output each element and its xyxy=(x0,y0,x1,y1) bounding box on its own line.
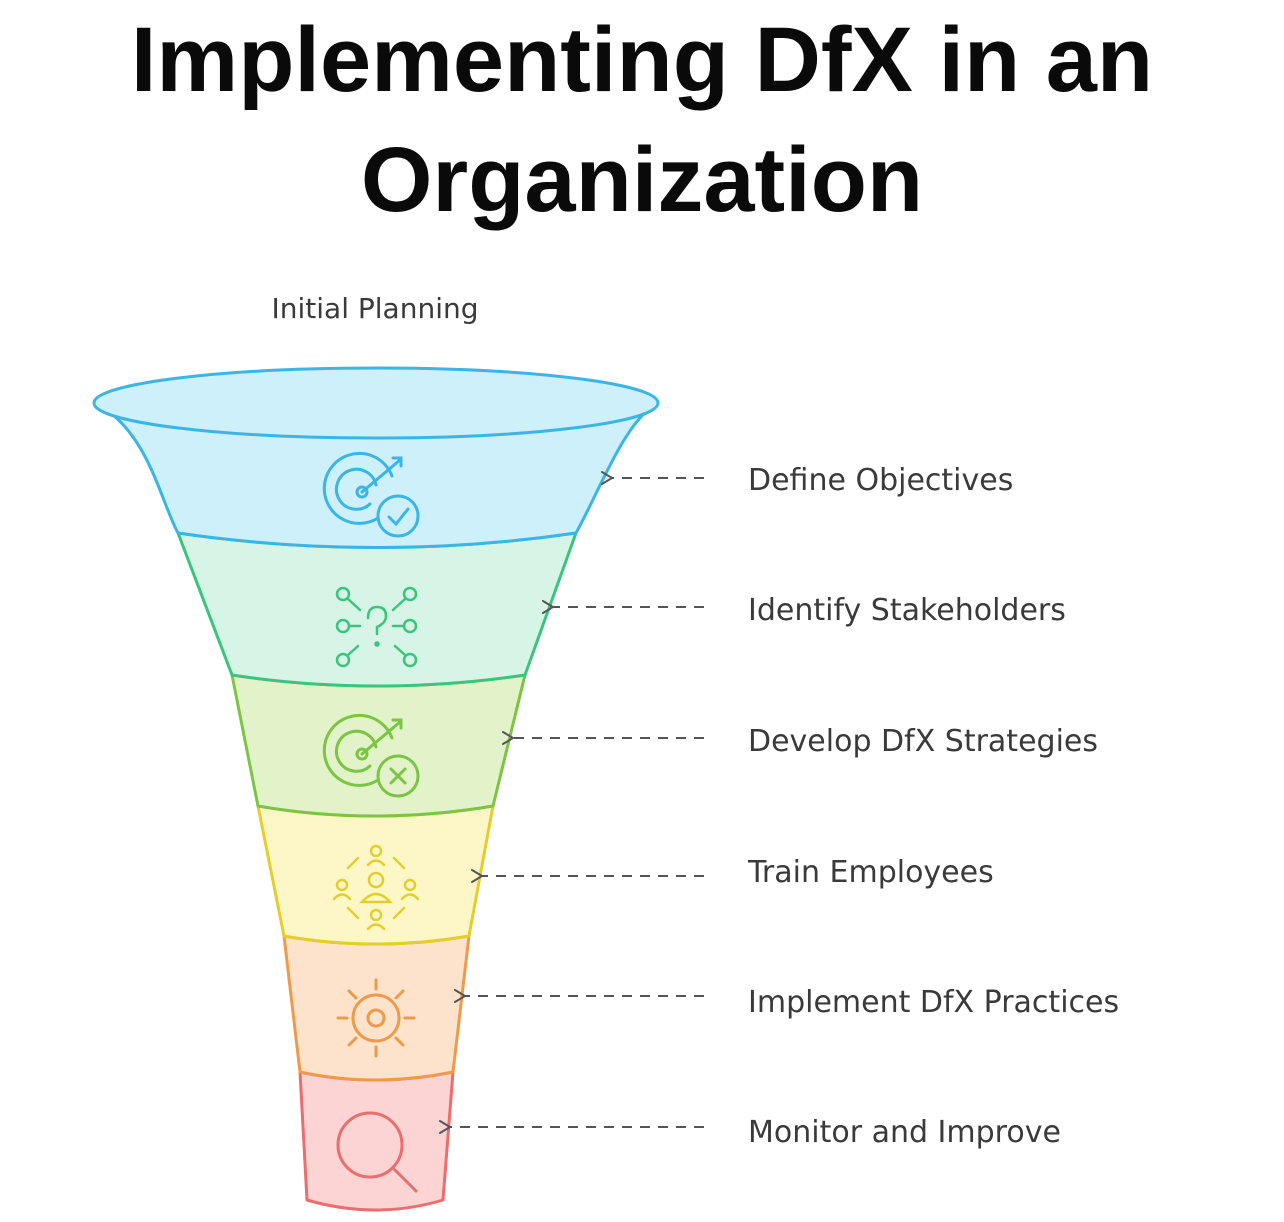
funnel-band-monitor xyxy=(298,1070,455,1212)
magnifier-icon xyxy=(336,1111,418,1193)
stage-callout-develop: Develop DfX Strategies xyxy=(502,724,1098,759)
stage-label-implement: Implement DfX Practices xyxy=(748,985,1119,1020)
stage-label-monitor: Monitor and Improve xyxy=(748,1115,1061,1150)
funnel-band-identify xyxy=(176,531,578,688)
stage-label-develop: Develop DfX Strategies xyxy=(748,724,1098,759)
funnel-band-define xyxy=(92,366,660,549)
funnel-band-develop xyxy=(230,673,527,818)
stage-label-identify: Identify Stakeholders xyxy=(748,593,1066,628)
stage-callout-define: Define Objectives xyxy=(601,463,1013,498)
target-x-icon xyxy=(322,713,420,798)
sun-gear-icon xyxy=(336,978,416,1058)
funnel-rim xyxy=(92,366,660,440)
stage-callout-implement: Implement DfX Practices xyxy=(454,985,1119,1020)
title-line-2: Organization xyxy=(360,129,924,231)
funnel-top-label: Initial Planning xyxy=(272,292,479,325)
stage-label-define: Define Objectives xyxy=(748,463,1013,498)
funnel-band-implement xyxy=(282,934,471,1082)
team-cycle-icon xyxy=(332,844,420,931)
network-question-icon xyxy=(335,586,418,668)
stage-callout-monitor: Monitor and Improve xyxy=(439,1115,1061,1150)
stage-callout-identify: Identify Stakeholders xyxy=(542,593,1066,628)
title-line-1: Implementing DfX in an xyxy=(130,9,1154,111)
funnel-band-train xyxy=(256,804,495,946)
stage-callout-train: Train Employees xyxy=(471,855,994,890)
target-check-icon xyxy=(322,451,420,538)
page-title: Implementing DfX in an Organization xyxy=(0,0,1284,240)
stage-label-train: Train Employees xyxy=(747,855,994,890)
